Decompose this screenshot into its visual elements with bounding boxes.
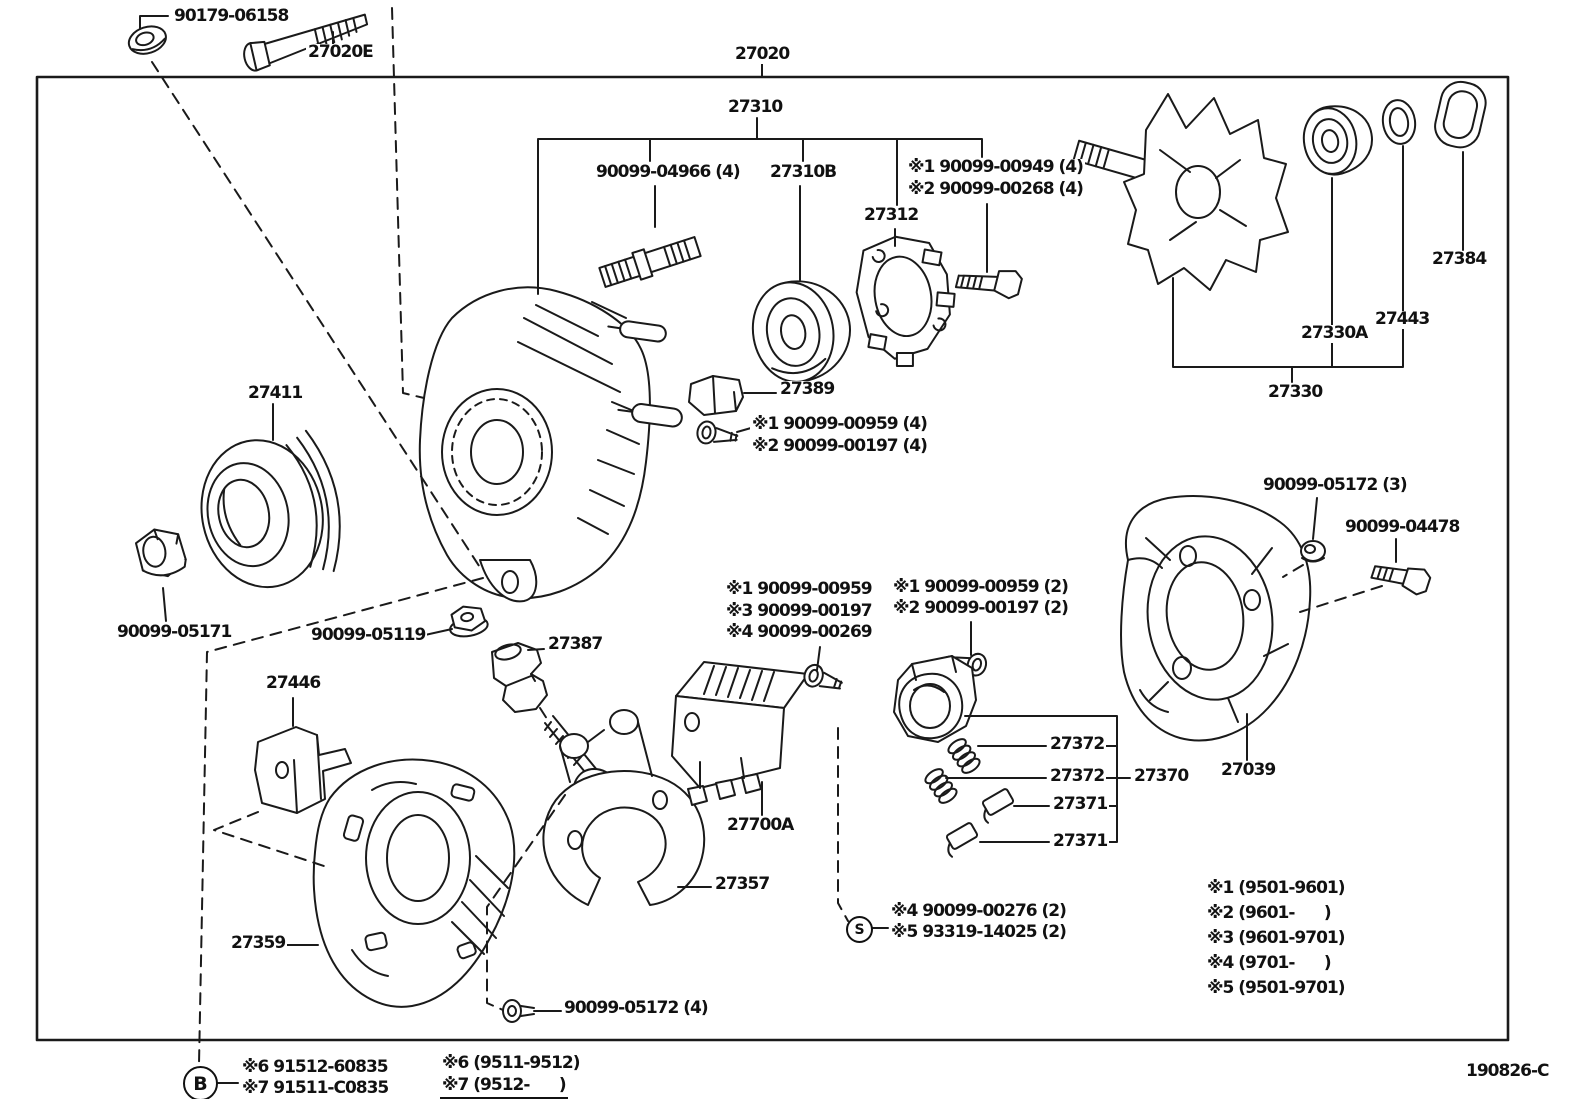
part-label-42--3-9601-9701-: ※3 (9601-9701) <box>1205 928 1347 948</box>
part-label-32-27371: 27371 <box>1051 831 1110 851</box>
nut-drawing-05171 <box>134 528 187 578</box>
part-label-41--2-9601-: ※2 (9601- ) <box>1205 903 1333 923</box>
part-label-46--7-91511-C0835: ※7 91511-C0835 <box>240 1078 391 1098</box>
part-label-14--1-90099-00959-4-: ※1 90099-00959 (4) <box>750 414 929 434</box>
part-label-26--2-90099-00197-2-: ※2 90099-00197 (2) <box>891 598 1070 618</box>
part-label-11-27330A: 27330A <box>1299 323 1370 343</box>
front-housing-drawing-27310 <box>418 286 683 603</box>
part-label-29-27372: 27372 <box>1048 766 1107 786</box>
callout-b: B <box>183 1066 218 1099</box>
part-label-28-27372: 27372 <box>1048 734 1107 754</box>
brush-springs-drawing <box>924 738 981 804</box>
part-label-0-90179-06158: 90179-06158 <box>172 6 291 26</box>
part-label-49-190826-C: 190826-C <box>1464 1061 1551 1081</box>
part-label-33-27039: 27039 <box>1219 760 1278 780</box>
screw-drawing-00959 <box>696 420 739 445</box>
part-label-47--6-9511-9512-: ※6 (9511-9512) <box>440 1053 582 1073</box>
part-label-2-27020: 27020 <box>733 44 792 64</box>
part-label-45--6-91512-60835: ※6 91512-60835 <box>240 1057 390 1077</box>
bolt-drawing-04478 <box>1370 565 1432 596</box>
part-label-4-90099-04966-4-: 90099-04966 (4) <box>594 162 742 182</box>
part-label-43--4-9701-: ※4 (9701- ) <box>1205 953 1333 973</box>
part-label-8-27312: 27312 <box>862 205 921 225</box>
bracket-drawing-27446 <box>254 726 352 814</box>
part-label-23--3-90099-00197: ※3 90099-00197 <box>724 601 874 621</box>
brush-holder-drawing <box>893 655 977 743</box>
leader-lines <box>139 15 1464 1084</box>
part-label-20-90099-05119: 90099-05119 <box>309 625 428 645</box>
rectifier-drawing-27357 <box>542 709 706 906</box>
part-label-17-90099-05172-3-: 90099-05172 (3) <box>1261 475 1409 495</box>
cover-drawing-27384 <box>1434 80 1487 149</box>
part-label-10-27443: 27443 <box>1373 309 1432 329</box>
nut-drawing-05119 <box>449 605 489 638</box>
part-label-21-27387: 27387 <box>546 634 605 654</box>
insulator-drawing-27389 <box>688 375 744 416</box>
part-label-40--1-9501-9601-: ※1 (9501-9601) <box>1205 878 1347 898</box>
part-label-44--5-9501-9701-: ※5 (9501-9701) <box>1205 978 1347 998</box>
part-label-6--1-90099-00949-4-: ※1 90099-00949 (4) <box>906 157 1085 177</box>
part-label-39-90099-05172-4-: 90099-05172 (4) <box>562 998 710 1018</box>
part-label-34-27700A: 27700A <box>725 815 796 835</box>
part-label-24--4-90099-00269: ※4 90099-00269 <box>724 622 874 642</box>
part-label-5-27310B: 27310B <box>768 162 839 182</box>
bearing-drawing-27310b <box>751 280 852 383</box>
part-label-48--7-9512-: ※7 (9512- ) <box>440 1076 568 1099</box>
pulley-drawing-27411 <box>200 429 341 589</box>
part-label-38--5-93319-14025-2-: ※5 93319-14025 (2) <box>889 922 1068 942</box>
callout-b-letter: B <box>193 1072 208 1095</box>
part-label-18-90099-04478: 90099-04478 <box>1343 517 1462 537</box>
part-label-13-27389: 27389 <box>778 379 837 399</box>
diagram-border <box>35 75 1510 1042</box>
part-label-22--1-90099-00959: ※1 90099-00959 <box>724 579 874 599</box>
rotor-drawing-27330 <box>1072 93 1289 291</box>
part-label-37--4-90099-00276-2-: ※4 90099-00276 (2) <box>889 901 1068 921</box>
part-label-16-27411: 27411 <box>246 383 305 403</box>
callout-s-letter: S <box>854 921 865 938</box>
part-label-12-27330: 27330 <box>1266 382 1325 402</box>
retainer-plate-drawing-27312 <box>855 235 956 367</box>
callout-s: S <box>846 916 873 943</box>
part-label-27-27446: 27446 <box>264 673 323 693</box>
part-label-30-27370: 27370 <box>1132 766 1191 786</box>
assembly-dashed-lines <box>151 7 1383 1065</box>
part-label-9-27384: 27384 <box>1430 249 1489 269</box>
nut-drawing-05172-3 <box>1300 540 1326 563</box>
part-label-1-27020E: 27020E <box>306 42 375 62</box>
washer-drawing-27443 <box>1381 99 1417 145</box>
brushes-drawing <box>945 788 1015 858</box>
rear-housing-drawing-27039 <box>1120 495 1312 742</box>
part-label-31-27371: 27371 <box>1051 794 1110 814</box>
nut-drawing-90179 <box>127 25 167 55</box>
bearing-drawing-27330a <box>1302 105 1373 176</box>
part-label-25--1-90099-00959-2-: ※1 90099-00959 (2) <box>891 577 1070 597</box>
stud-bolt-drawing-04966 <box>598 236 702 288</box>
bolt-drawing-00949 <box>954 270 1023 300</box>
regulator-drawing-27700a <box>671 661 809 806</box>
screw-drawing-00959-2 <box>944 652 988 677</box>
part-label-3-27310: 27310 <box>726 97 785 117</box>
part-label-36-27359: 27359 <box>229 933 288 953</box>
part-label-35-27357: 27357 <box>713 874 772 894</box>
part-label-15--2-90099-00197-4-: ※2 90099-00197 (4) <box>750 436 929 456</box>
rear-cover-drawing-27359 <box>312 758 516 1008</box>
part-label-19-90099-05171: 90099-05171 <box>115 622 234 642</box>
part-label-7--2-90099-00268-4-: ※2 90099-00268 (4) <box>906 179 1085 199</box>
